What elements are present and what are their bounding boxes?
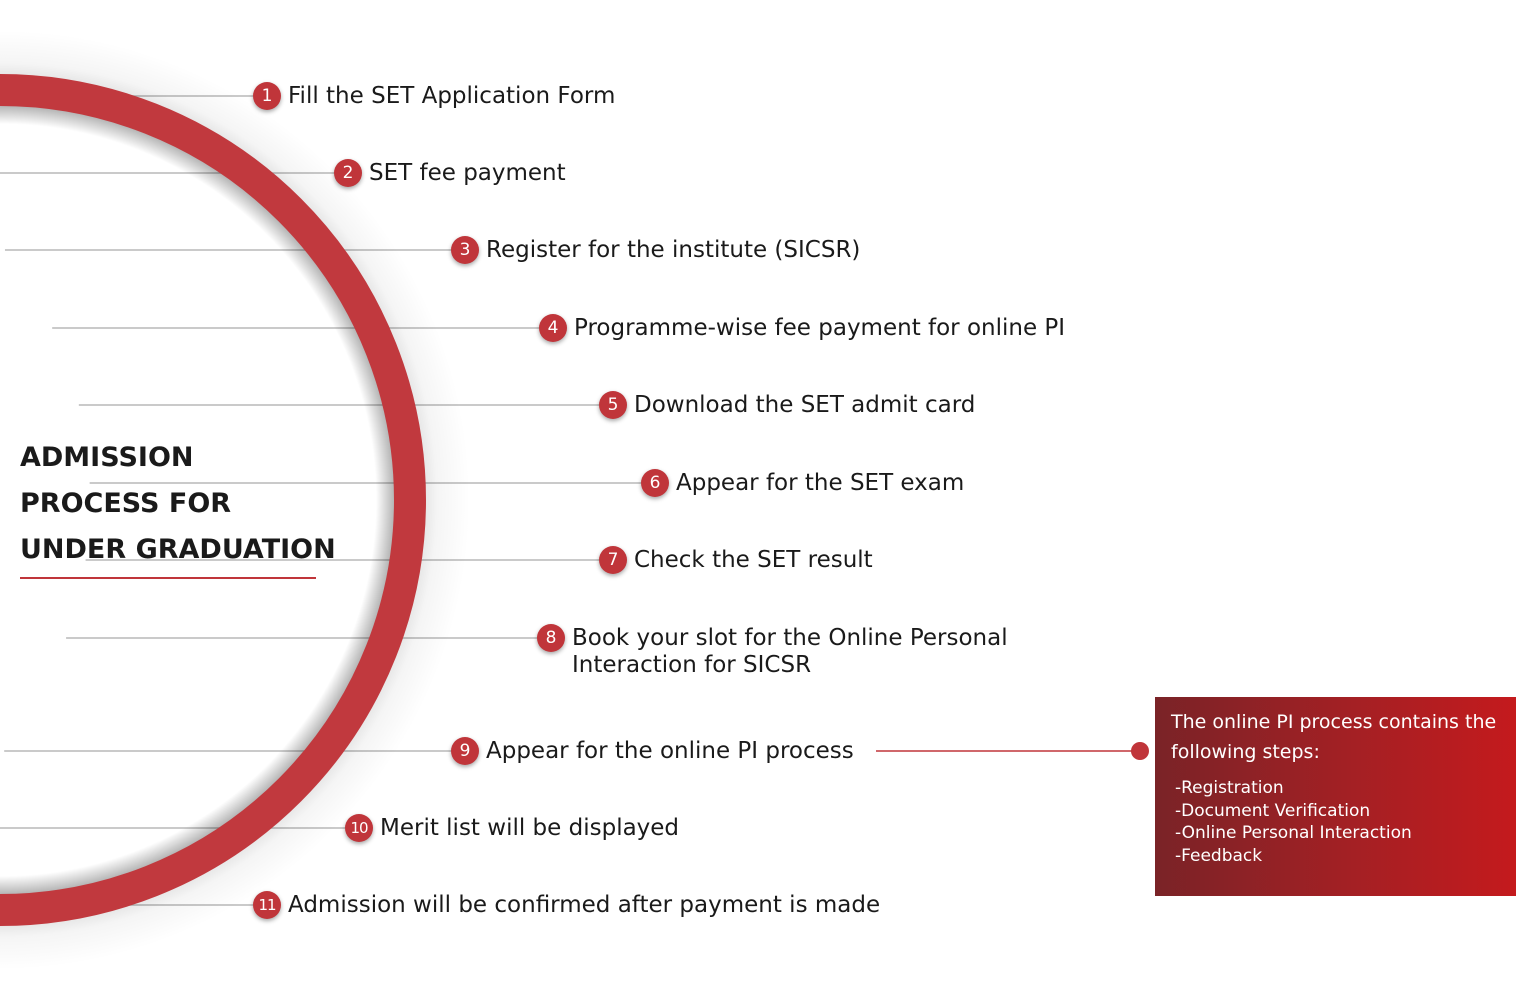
step-4-number-badge: 4 [539, 314, 567, 342]
info-box-item-feedback: -Feedback [1175, 845, 1263, 866]
title-line-2: PROCESS FOR [20, 488, 232, 519]
step-4-label: Programme-wise fee payment for online PI [574, 314, 1066, 341]
step-1-label: Fill the SET Application Form [288, 82, 616, 109]
step-2: 2 SET fee payment [334, 158, 566, 188]
info-box-steps-list: -Registration -Document Verification -On… [1171, 777, 1506, 867]
info-box-item-document-verification: -Document Verification [1175, 800, 1371, 821]
diagram-title: ADMISSION PROCESS FOR UNDER GRADUATION [20, 435, 350, 579]
step-8: 8 Book your slot for the Online Personal… [537, 623, 1012, 678]
step-2-label: SET fee payment [369, 159, 566, 186]
step-3-label: Register for the institute (SICSR) [486, 236, 861, 263]
step-5: 5 Download the SET admit card [599, 390, 975, 420]
step-11-label: Admission will be confirmed after paymen… [288, 891, 881, 918]
step-10-label: Merit list will be displayed [380, 814, 680, 841]
step-9-label: Appear for the online PI process [486, 737, 854, 764]
step-9-number-badge: 9 [451, 737, 479, 765]
step-3: 3 Register for the institute (SICSR) [451, 235, 860, 265]
step-9: 9 Appear for the online PI process [451, 736, 854, 766]
title-underline [20, 577, 316, 579]
title-line-3: UNDER GRADUATION [20, 534, 336, 565]
step-5-number-badge: 5 [599, 391, 627, 419]
info-connector-dot [1131, 742, 1149, 760]
step-7-number-badge: 7 [599, 546, 627, 574]
title-line-1: ADMISSION [20, 442, 194, 473]
process-ring [0, 74, 426, 926]
step-11-number-badge: 11 [253, 891, 281, 919]
step-10-number-badge: 10 [345, 814, 373, 842]
step-7: 7 Check the SET result [599, 545, 873, 575]
step-4: 4 Programme-wise fee payment for online … [539, 313, 1065, 343]
step-10: 10 Merit list will be displayed [345, 813, 679, 843]
info-box-intro: The online PI process contains the follo… [1171, 711, 1497, 763]
step-1-number-badge: 1 [253, 82, 281, 110]
online-pi-info-box: The online PI process contains the follo… [1155, 697, 1516, 896]
step-1: 1 Fill the SET Application Form [253, 81, 615, 111]
step-6-label: Appear for the SET exam [676, 469, 965, 496]
step-6: 6 Appear for the SET exam [641, 468, 964, 498]
step-6-number-badge: 6 [641, 469, 669, 497]
step-8-number-badge: 8 [537, 624, 565, 652]
step-3-number-badge: 3 [451, 236, 479, 264]
step-7-label: Check the SET result [634, 546, 873, 573]
step-5-label: Download the SET admit card [634, 391, 976, 418]
info-box-item-online-personal-interaction: -Online Personal Interaction [1175, 823, 1412, 843]
step-8-label: Book your slot for the Online Personal I… [572, 625, 1008, 678]
step-11: 11 Admission will be confirmed after pay… [253, 890, 880, 920]
step-2-number-badge: 2 [334, 159, 362, 187]
info-box-item-registration: -Registration [1175, 778, 1284, 798]
